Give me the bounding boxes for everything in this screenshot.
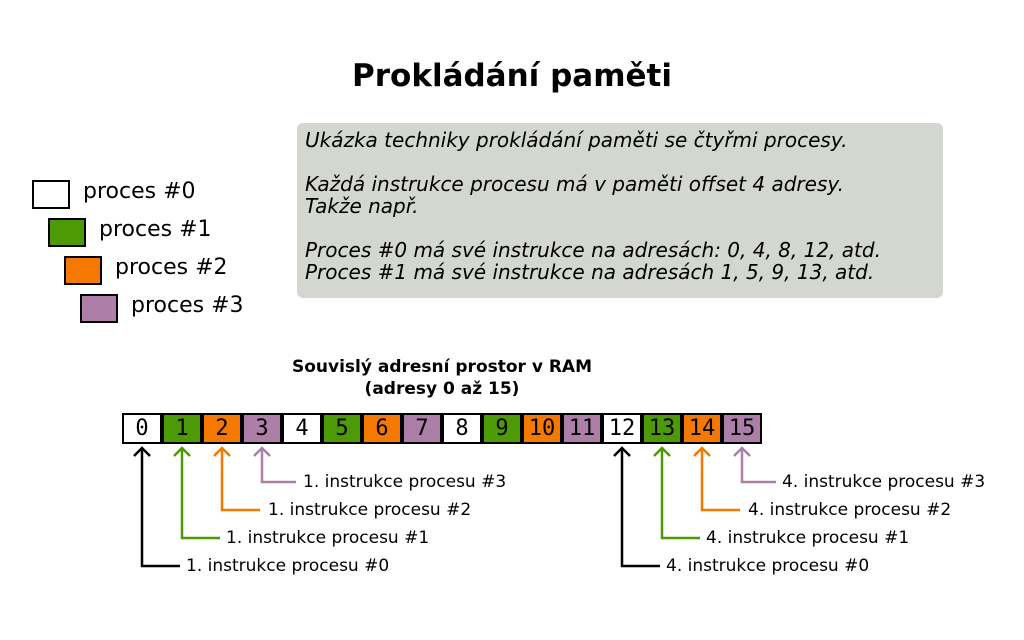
memory-cell-1: 1	[162, 413, 202, 444]
arrow-proc1-fourth	[660, 448, 700, 540]
note-line-5: Proces #1 má své instrukce na adresách 1…	[305, 260, 875, 284]
legend-label-proces-3: proces #3	[131, 293, 244, 318]
legend-swatch-proces-1	[48, 218, 86, 247]
memory-cell-10: 10	[522, 413, 562, 444]
arrowhead-proc0-fourth	[613, 446, 631, 457]
legend-label-proces-0: proces #0	[83, 179, 196, 204]
arrowhead-proc2-first	[213, 446, 231, 457]
memory-cell-9: 9	[482, 413, 522, 444]
note-line-2: Každá instrukce procesu má v paměti offs…	[305, 172, 845, 196]
memory-cell-3: 3	[242, 413, 282, 444]
legend-label-proces-2: proces #2	[115, 255, 228, 280]
arrowhead-proc3-first	[253, 446, 271, 457]
memory-cell-11: 11	[562, 413, 602, 444]
annotation-first-proc0: 1. instrukce procesu #0	[186, 556, 390, 576]
note-line-1: Ukázka techniky prokládání paměti se čty…	[305, 128, 848, 152]
note-line-4: Proces #0 má své instrukce na adresách: …	[305, 238, 881, 262]
memory-cell-7: 7	[402, 413, 442, 444]
annotation-fourth-proc0: 4. instrukce procesu #0	[666, 556, 870, 576]
memory-cell-13: 13	[642, 413, 682, 444]
annotation-first-proc2: 1. instrukce procesu #2	[268, 500, 472, 520]
annotation-first-proc3: 1. instrukce procesu #3	[303, 472, 507, 492]
arrow-proc3-fourth	[740, 448, 776, 484]
ram-title-line-2: (adresy 0 až 15)	[364, 379, 520, 399]
memory-cell-0: 0	[122, 413, 162, 444]
arrow-proc3-first	[260, 448, 296, 484]
memory-cell-6: 6	[362, 413, 402, 444]
arrowhead-proc0-first	[133, 446, 151, 457]
annotation-fourth-proc3: 4. instrukce procesu #3	[782, 472, 986, 492]
arrowhead-proc1-first	[173, 446, 191, 457]
legend-swatch-proces-3	[80, 294, 118, 323]
annotation-fourth-proc2: 4. instrukce procesu #2	[748, 500, 952, 520]
arrowhead-proc1-fourth	[653, 446, 671, 457]
annotation-fourth-proc1: 4. instrukce procesu #1	[706, 528, 910, 548]
arrow-proc2-first	[220, 448, 260, 512]
memory-cell-5: 5	[322, 413, 362, 444]
arrowhead-proc3-fourth	[733, 446, 751, 457]
diagram-title: Prokládání paměti	[352, 58, 672, 94]
memory-cell-12: 12	[602, 413, 642, 444]
arrowhead-proc2-fourth	[693, 446, 711, 457]
memory-cell-8: 8	[442, 413, 482, 444]
arrow-proc1-first	[180, 448, 220, 540]
note-line-3: Takže např.	[305, 194, 419, 218]
legend-swatch-proces-0	[32, 180, 70, 209]
memory-cell-2: 2	[202, 413, 242, 444]
legend-label-proces-1: proces #1	[99, 217, 212, 242]
annotation-first-proc1: 1. instrukce procesu #1	[226, 528, 430, 548]
memory-cell-15: 15	[722, 413, 762, 444]
legend-swatch-proces-2	[64, 256, 102, 285]
ram-title: Souvislý adresní prostor v RAM (adresy 0…	[262, 356, 622, 400]
arrow-proc0-first	[140, 448, 180, 568]
arrow-proc2-fourth	[700, 448, 740, 512]
description-note: Ukázka techniky prokládání paměti se čty…	[297, 123, 943, 298]
memory-cell-14: 14	[682, 413, 722, 444]
memory-cell-4: 4	[282, 413, 322, 444]
arrow-proc0-fourth	[620, 448, 660, 568]
ram-title-line-1: Souvislý adresní prostor v RAM	[291, 357, 593, 377]
